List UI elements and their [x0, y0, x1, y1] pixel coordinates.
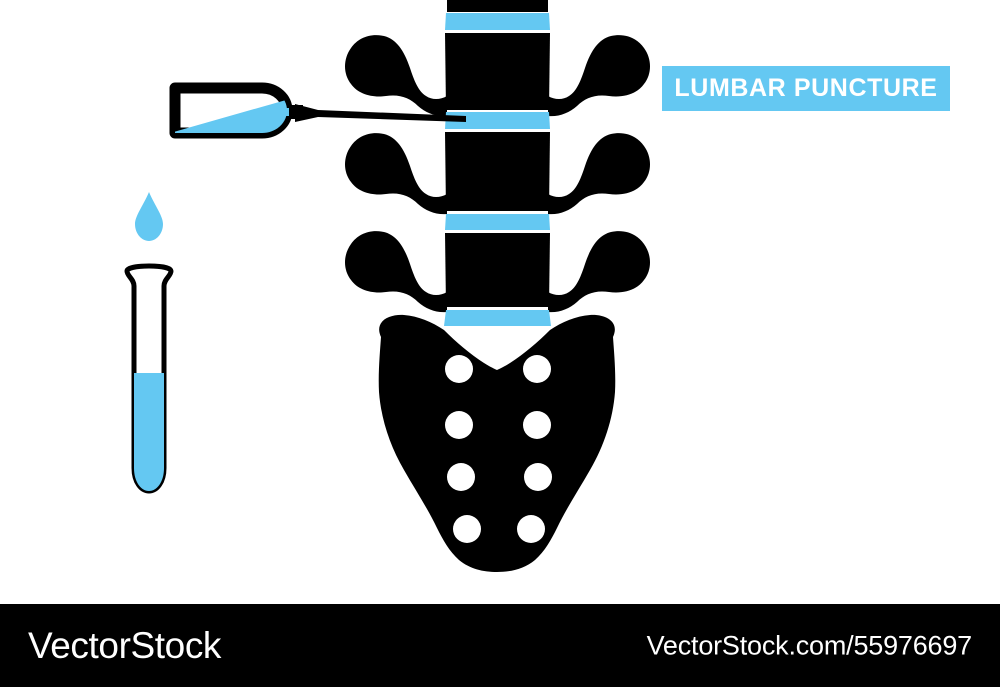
- sacral-foramen: [523, 411, 551, 439]
- sacral-foramen: [517, 515, 545, 543]
- syringe-group: [169, 82, 303, 139]
- lumbar-spine-group: [345, 0, 650, 326]
- brand-wordmark: VectorStock: [28, 624, 222, 666]
- lumbar-puncture-illustration: [124, 0, 650, 572]
- footer-bar: VectorStock VectorStock.com/55976697: [0, 604, 1000, 687]
- intervertebral-disc-2: [445, 214, 550, 230]
- transverse-process-left-2: [345, 133, 447, 215]
- vertebral-body-1: [445, 33, 550, 110]
- intervertebral-disc-1: [445, 112, 550, 129]
- sacral-foramen: [524, 463, 552, 491]
- sacral-foramen: [453, 515, 481, 543]
- vertebral-body-3: [445, 233, 550, 307]
- transverse-process-right-2: [548, 133, 650, 215]
- vertebral-body-2: [445, 132, 550, 211]
- syringe-hub-fluid: [281, 108, 289, 116]
- sacral-foramen: [523, 355, 551, 383]
- sacrum-group: [378, 314, 616, 572]
- sacral-foramen: [445, 411, 473, 439]
- sacrum-body: [378, 314, 616, 572]
- source-url: VectorStock.com/55976697: [646, 630, 973, 660]
- transverse-process-right-1: [548, 35, 650, 117]
- sacral-foramen: [447, 463, 475, 491]
- test-tube-group: [124, 263, 174, 494]
- page-title: LUMBAR PUNCTURE: [674, 74, 938, 102]
- transverse-process-left-1: [345, 35, 447, 117]
- needle-group: [295, 104, 466, 122]
- fluid-droplet: [135, 192, 163, 241]
- needle-shaft: [295, 104, 466, 122]
- title-banner: LUMBAR PUNCTURE: [662, 66, 950, 111]
- transverse-process-right-3: [548, 231, 650, 313]
- sacral-foramen: [445, 355, 473, 383]
- intervertebral-disc-0: [445, 13, 550, 30]
- syringe-fluid: [175, 96, 287, 133]
- test-tube-fluid: [127, 373, 171, 491]
- intervertebral-disc-3: [444, 310, 551, 326]
- transverse-process-left-3: [345, 231, 447, 313]
- vertebral-body-0: [447, 0, 548, 12]
